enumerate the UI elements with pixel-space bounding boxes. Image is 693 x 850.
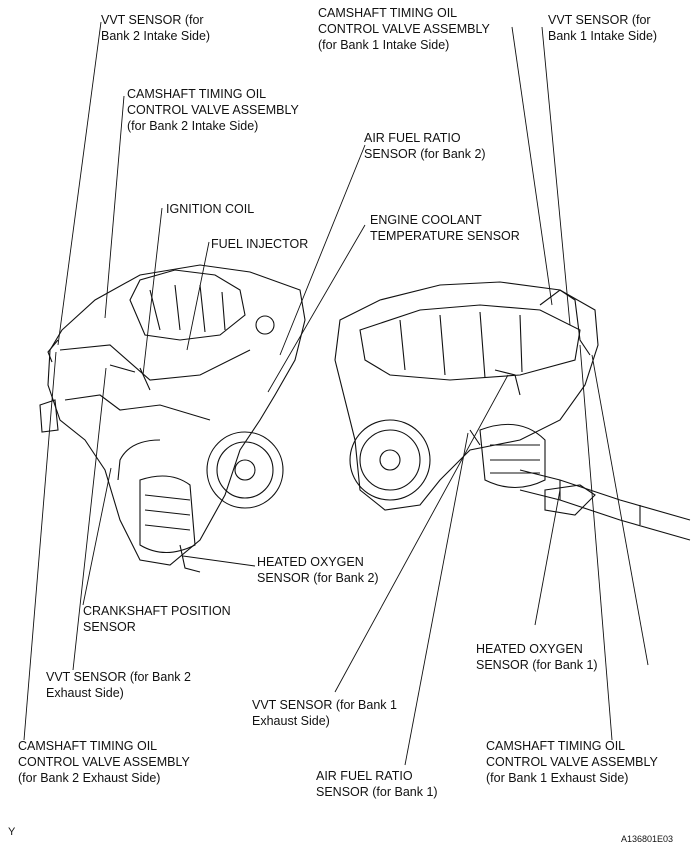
label-ocv-bank2-exhaust: CAMSHAFT TIMING OIL CONTROL VALVE ASSEMB… <box>18 738 190 786</box>
label-line: CRANKSHAFT POSITION <box>83 604 231 618</box>
label-line: Bank 2 Intake Side) <box>101 29 211 43</box>
label-vvt-sensor-bank1-intake: VVT SENSOR (for Bank 1 Intake Side) <box>548 12 657 44</box>
right-engine-drawing <box>334 281 691 541</box>
label-ignition-coil: IGNITION COIL <box>166 201 254 217</box>
label-line: SENSOR (for Bank 2) <box>364 147 486 161</box>
label-line: Bank 1 Intake Side) <box>548 29 658 43</box>
label-line: VVT SENSOR (for Bank 2 <box>46 670 191 684</box>
label-line: CONTROL VALVE ASSEMBLY <box>486 755 658 769</box>
label-line: SENSOR <box>83 620 136 634</box>
label-line: CAMSHAFT TIMING OIL <box>18 739 158 753</box>
label-line: CAMSHAFT TIMING OIL <box>318 6 458 20</box>
label-vvt-sensor-bank2-intake: VVT SENSOR (for Bank 2 Intake Side) <box>101 12 210 44</box>
label-engine-coolant-temp-sensor: ENGINE COOLANT TEMPERATURE SENSOR <box>370 212 520 244</box>
label-ocv-bank2-intake: CAMSHAFT TIMING OIL CONTROL VALVE ASSEMB… <box>127 86 299 134</box>
label-ocv-bank1-intake: CAMSHAFT TIMING OIL CONTROL VALVE ASSEMB… <box>318 5 490 53</box>
label-line: SENSOR (for Bank 1) <box>316 785 438 799</box>
label-af-sensor-bank1: AIR FUEL RATIO SENSOR (for Bank 1) <box>316 768 438 800</box>
label-line: (for Bank 1 Intake Side) <box>318 38 450 52</box>
label-ocv-bank1-exhaust: CAMSHAFT TIMING OIL CONTROL VALVE ASSEMB… <box>486 738 658 786</box>
label-line: CAMSHAFT TIMING OIL <box>486 739 626 753</box>
label-vvt-sensor-bank1-exhaust: VVT SENSOR (for Bank 1 Exhaust Side) <box>252 697 397 729</box>
label-line: VVT SENSOR (for <box>548 13 651 27</box>
label-ho2-sensor-bank2: HEATED OXYGEN SENSOR (for Bank 2) <box>257 554 379 586</box>
label-vvt-sensor-bank2-exhaust: VVT SENSOR (for Bank 2 Exhaust Side) <box>46 669 191 701</box>
label-line: CONTROL VALVE ASSEMBLY <box>127 103 299 117</box>
label-line: CAMSHAFT TIMING OIL <box>127 87 267 101</box>
label-af-sensor-bank2: AIR FUEL RATIO SENSOR (for Bank 2) <box>364 130 486 162</box>
label-line: SENSOR (for Bank 2) <box>257 571 379 585</box>
label-crankshaft-position-sensor: CRANKSHAFT POSITION SENSOR <box>83 603 231 635</box>
label-fuel-injector: FUEL INJECTOR <box>211 236 308 252</box>
label-line: AIR FUEL RATIO <box>364 131 461 145</box>
label-line: CONTROL VALVE ASSEMBLY <box>318 22 490 36</box>
label-line: TEMPERATURE SENSOR <box>370 229 520 243</box>
label-line: IGNITION COIL <box>166 202 255 216</box>
label-line: AIR FUEL RATIO <box>316 769 413 783</box>
figure-code: A136801E03 <box>621 834 674 844</box>
label-line: VVT SENSOR (for <box>101 13 204 27</box>
left-engine-drawing <box>39 264 306 573</box>
label-ho2-sensor-bank1: HEATED OXYGEN SENSOR (for Bank 1) <box>476 641 598 673</box>
label-line: (for Bank 1 Exhaust Side) <box>486 771 629 785</box>
corner-mark: Y <box>8 826 16 838</box>
label-line: Exhaust Side) <box>46 686 124 700</box>
label-line: (for Bank 2 Intake Side) <box>127 119 259 133</box>
label-line: FUEL INJECTOR <box>211 237 309 251</box>
label-line: SENSOR (for Bank 1) <box>476 658 598 672</box>
leader-lines <box>23 21 649 766</box>
label-line: (for Bank 2 Exhaust Side) <box>18 771 161 785</box>
label-line: Exhaust Side) <box>252 714 330 728</box>
label-line: CONTROL VALVE ASSEMBLY <box>18 755 190 769</box>
label-line: HEATED OXYGEN <box>476 642 583 656</box>
label-line: HEATED OXYGEN <box>257 555 364 569</box>
label-line: VVT SENSOR (for Bank 1 <box>252 698 397 712</box>
label-line: ENGINE COOLANT <box>370 213 482 227</box>
